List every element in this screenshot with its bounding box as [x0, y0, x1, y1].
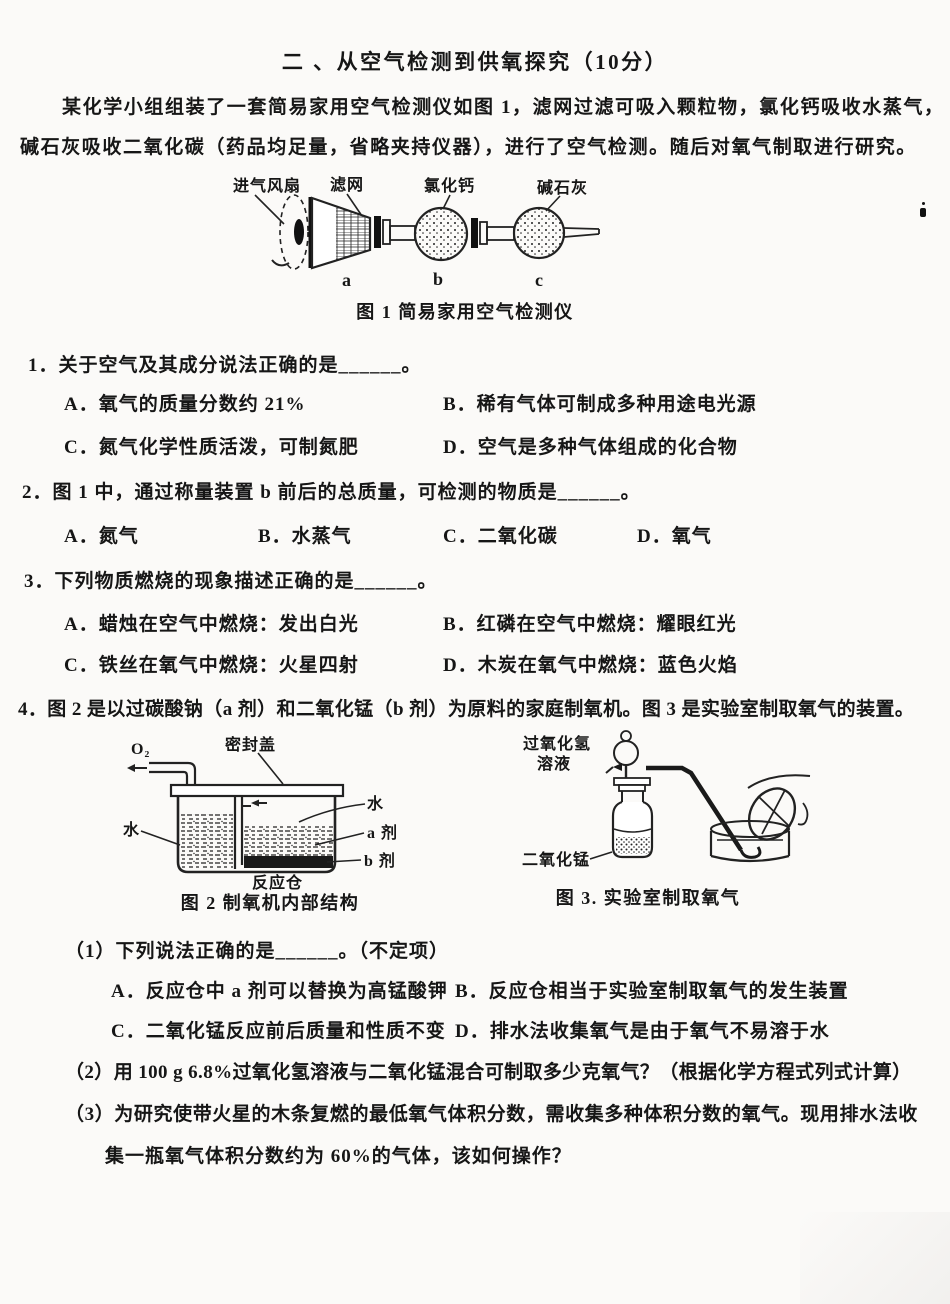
scan-shadow [800, 1212, 950, 1304]
question-1-stem: 1．关于空气及其成分说法正确的是______。 [28, 355, 422, 376]
fig2-leader-water-left [140, 830, 181, 846]
fig2-agent-a-texture [244, 824, 333, 856]
fig3-leader-mno2 [589, 851, 613, 860]
fig1-part-c: c [535, 270, 543, 290]
fig1-cone-filter [310, 196, 372, 270]
intro-line-1: 某化学小组组装了一套简易家用空气检测仪如图 1，滤网过滤可吸入颗粒物，氯化钙吸收… [62, 97, 945, 118]
q3-option-a: A．蜡烛在空气中燃烧：发出白光 [64, 614, 359, 635]
fig2-o2-arrow [127, 764, 147, 772]
figure2-caption: 图 2 制氧机内部结构 [180, 893, 360, 913]
fig2-label-agent-a: a 剂 [367, 823, 398, 842]
fig2-label-o2: O₂ [131, 741, 150, 758]
q3-option-c: C．铁丝在氧气中燃烧：火星四射 [64, 655, 359, 676]
q1-option-c: C．氮气化学性质活泼，可制氮肥 [64, 437, 359, 458]
fig2-label-lid: 密封盖 [224, 735, 276, 754]
fig2-leader-agent-a [314, 832, 365, 846]
question-2-stem: 2．图 1 中，通过称量装置 b 前后的总质量，可检测的物质是______。 [22, 482, 641, 503]
fig2-water-left-texture [181, 814, 233, 868]
intro-line-2: 碱石灰吸收二氧化碳（药品均足量，省略夹持仪器），进行了空气检测。随后对氧气制取进… [20, 137, 917, 158]
fig3-label-peroxide-2: 溶液 [537, 754, 571, 773]
figure3-caption: 图 3. 实验室制取氧气 [555, 888, 741, 908]
fig3-label-mno2: 二氧化锰 [522, 850, 590, 869]
figure1-diagram: 进气风扇 滤网 氯化钙 碱石灰 [233, 175, 600, 290]
figure3-diagram: 过氧化氢 溶液 二氧化锰 [522, 730, 811, 869]
fig1-connector-1 [374, 216, 416, 248]
fig2-lid [169, 783, 345, 798]
fig2-leader-lid [257, 752, 284, 785]
sub1-option-b: B．反应仓相当于实验室制取氧气的发生装置 [455, 981, 849, 1002]
fig3-dropping-funnel [605, 730, 639, 780]
fig1-part-b: b [433, 269, 443, 289]
q2-option-a: A．氮气 [64, 526, 139, 547]
fig1-part-a: a [342, 270, 351, 290]
fig2-label-water-right: 水 [367, 794, 384, 813]
question-4-stem: 4．图 2 是以过碳酸钠（a 剂）和二氧化锰（b 剂）为原料的家庭制氧机。图 3… [18, 699, 915, 720]
figure1-caption: 图 1 简易家用空气检测仪 [356, 302, 574, 322]
figure2-diagram: O₂ 密封盖 水 水 [123, 735, 398, 892]
fig1-label-filter: 滤网 [330, 175, 364, 194]
fig1-exit-tube [563, 227, 600, 238]
sub1-option-d: D．排水法收集氧气是由于氧气不易溶于水 [455, 1021, 830, 1042]
fig1-leader-fan [254, 194, 285, 225]
fig1-connector-2 [471, 218, 515, 248]
fig2-tank [176, 796, 337, 874]
fig2-label-water-left: 水 [123, 820, 140, 839]
fig3-label-peroxide-1: 过氧化氢 [523, 734, 591, 753]
sub3-line-1: （3）为研究使带火星的木条复燃的最低氧气体积分数，需收集多种体积分数的氧气。现用… [65, 1104, 918, 1125]
fig1-label-soda-lime: 碱石灰 [537, 178, 588, 197]
sub1-stem: （1）下列说法正确的是______。（不定项） [65, 941, 450, 962]
sub3-line-2: 集一瓶氧气体积分数约为 60%的气体，该如何操作？ [105, 1146, 572, 1167]
fig2-leader-agent-b [326, 859, 362, 863]
sub2-stem: （2）用 100 g 6.8%过氧化氢溶液与二氧化锰混合可制取多少克氧气？（根据… [65, 1062, 912, 1083]
fig3-collecting-bottle [747, 774, 811, 841]
fig3-delivery-tube [646, 765, 762, 859]
fig2-outlet-tube [149, 761, 197, 785]
fig1-leader-sodalime [545, 195, 561, 212]
q2-option-c: C．二氧化碳 [443, 526, 558, 547]
question-3-stem: 3．下列物质燃烧的现象描述正确的是______。 [24, 571, 438, 592]
fig1-sphere-b [413, 206, 469, 262]
q3-option-d: D．木炭在氧气中燃烧：蓝色火焰 [443, 655, 738, 676]
fig1-leader-cacl2 [442, 194, 451, 210]
ink-speck-dot [922, 202, 925, 205]
sub1-option-a: A．反应仓中 a 剂可以替换为高锰酸钾 [111, 981, 448, 1002]
fig2-label-agent-b: b 剂 [364, 851, 396, 870]
fig2-inner-tube [233, 796, 267, 869]
fig1-label-fan: 进气风扇 [233, 176, 301, 195]
fig3-flask [611, 777, 654, 859]
q1-option-a: A．氧气的质量分数约 21% [64, 394, 306, 415]
fig1-fan [271, 194, 312, 270]
section-title: 二 、从空气检测到供氧探究（10分） [281, 50, 669, 74]
fig2-leader-water-right [298, 803, 366, 823]
fig2-label-chamber: 反应仓 [252, 873, 303, 892]
fig1-label-calcium-chloride: 氯化钙 [424, 176, 475, 195]
ink-speck [920, 208, 926, 217]
q3-option-b: B．红磷在空气中燃烧：耀眼红光 [443, 614, 737, 635]
fig1-sphere-c [512, 206, 566, 260]
sub1-option-c: C．二氧化锰反应前后质量和性质不变 [111, 1021, 446, 1042]
q2-option-b: B．水蒸气 [258, 526, 352, 547]
q1-option-d: D．空气是多种气体组成的化合物 [443, 437, 738, 458]
q1-option-b: B．稀有气体可制成多种用途电光源 [443, 394, 757, 415]
q2-option-d: D．氧气 [637, 526, 712, 547]
fig2-agent-b-band [244, 856, 333, 868]
